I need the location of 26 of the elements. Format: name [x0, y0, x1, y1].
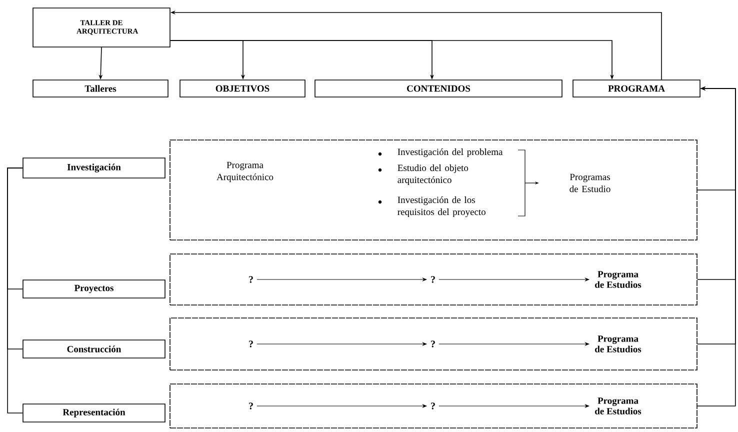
question-mark: ? — [249, 402, 253, 410]
box-text: Programa de Estudios — [595, 271, 642, 288]
label-box: CONTENIDOS — [314, 80, 562, 98]
bullet-item: Investigación de los requisitos del proyecto — [398, 196, 486, 218]
question-mark: ? — [431, 340, 435, 348]
label-box: Proyectos — [22, 280, 166, 298]
content-box — [170, 254, 698, 306]
connector-line — [7, 168, 23, 414]
box-text: Programa Arquitectónico — [216, 162, 274, 182]
question-mark: ? — [431, 276, 435, 283]
label-box: Investigación — [22, 158, 166, 178]
bullet-item: Investigación del problema — [398, 148, 503, 158]
content-box — [170, 318, 698, 370]
label-box: Construcción — [22, 340, 166, 358]
question-mark: ? — [249, 340, 253, 348]
question-mark: ? — [431, 402, 435, 410]
box-text: Programas de Estudio — [570, 174, 610, 192]
box-text: Programa de Estudios — [595, 336, 642, 352]
content-box — [170, 384, 698, 428]
label-box: Talleres — [32, 80, 168, 98]
bullet-item: Estudio del objeto arquitectónico — [398, 164, 468, 186]
label-box: OBJETIVOS — [180, 80, 306, 98]
question-mark: ? — [249, 276, 253, 283]
box-text: Programa de Estudios — [595, 398, 642, 414]
label-box: Representación — [22, 404, 166, 422]
label-box: PROGRAMA — [572, 80, 700, 98]
